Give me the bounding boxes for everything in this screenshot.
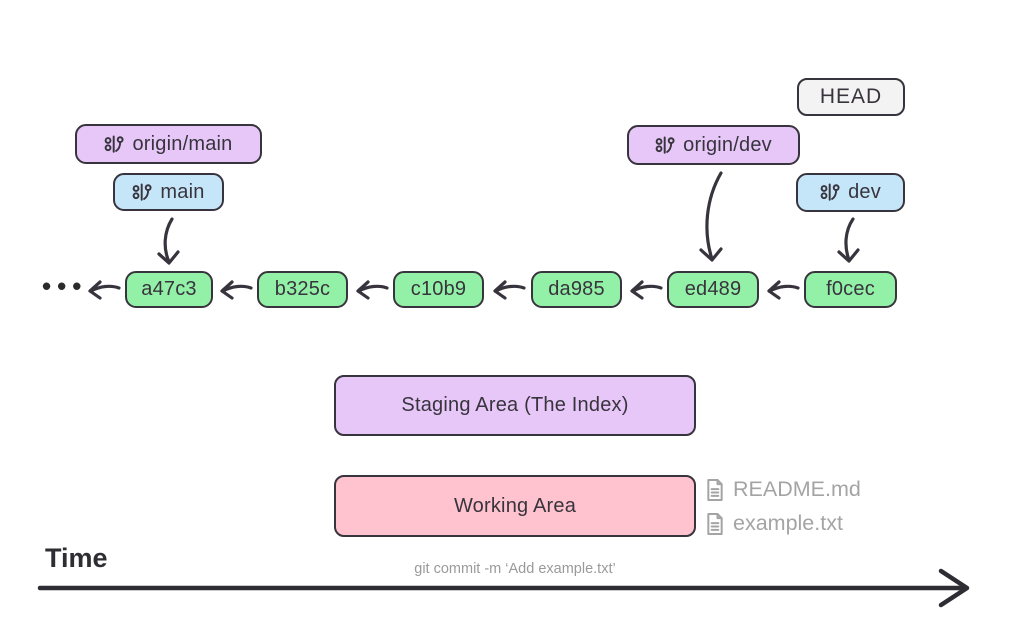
file-icon bbox=[705, 512, 725, 536]
older-commits-ellipsis: ••• bbox=[42, 271, 88, 301]
main-pointer-arrow-icon bbox=[151, 217, 187, 267]
parent-arrow-icon bbox=[352, 277, 390, 303]
dev-pointer-arrow-icon bbox=[832, 217, 868, 265]
parent-arrow-icon bbox=[216, 277, 254, 303]
git-command-caption: git commit -m ‘Add example.txt’ bbox=[414, 561, 616, 577]
branch-label-origin-dev: origin/dev bbox=[627, 125, 800, 165]
origin-dev-pointer-arrow-icon bbox=[693, 171, 735, 265]
branch-label-text: main bbox=[160, 180, 205, 203]
branch-label-origin-main: origin/main bbox=[75, 124, 262, 164]
parent-arrow-icon bbox=[489, 277, 527, 303]
head-label-text: HEAD bbox=[819, 85, 883, 108]
commit-id: da985 bbox=[548, 278, 605, 300]
staging-area-label: Staging Area (The Index) bbox=[401, 394, 629, 416]
commit-node-a47c3: a47c3 bbox=[125, 271, 213, 308]
staging-area-box: Staging Area (The Index) bbox=[334, 375, 696, 436]
file-name: example.txt bbox=[733, 511, 843, 535]
git-branch-icon bbox=[132, 181, 153, 204]
git-branch-icon bbox=[820, 181, 841, 204]
commit-node-b325c: b325c bbox=[257, 271, 348, 308]
commit-node-c10b9: c10b9 bbox=[393, 271, 484, 308]
file-icon bbox=[705, 478, 725, 502]
head-label: HEAD bbox=[797, 78, 905, 116]
git-branch-icon bbox=[104, 133, 125, 156]
commit-id: a47c3 bbox=[141, 278, 197, 300]
git-branch-icon bbox=[655, 134, 676, 157]
branch-label-main: main bbox=[113, 173, 224, 211]
commit-node-f0cec: f0cec bbox=[804, 271, 897, 308]
commit-node-ed489: ed489 bbox=[667, 271, 759, 308]
commit-id: f0cec bbox=[826, 278, 875, 300]
parent-arrow-icon bbox=[763, 277, 801, 303]
branch-label-text: origin/main bbox=[132, 132, 233, 155]
timeline-arrow-icon bbox=[35, 567, 985, 609]
file-item-example: example.txt bbox=[705, 511, 843, 536]
branch-label-dev: dev bbox=[796, 173, 905, 212]
commit-id: ed489 bbox=[684, 278, 742, 300]
branch-label-text: dev bbox=[848, 181, 881, 203]
working-area-box: Working Area bbox=[334, 475, 696, 537]
parent-arrow-icon bbox=[626, 277, 664, 303]
commit-id: b325c bbox=[274, 278, 331, 300]
commit-id: c10b9 bbox=[410, 278, 467, 300]
file-item-readme: README.md bbox=[705, 477, 861, 502]
branch-label-text: origin/dev bbox=[683, 133, 772, 156]
time-axis-label: Time bbox=[45, 543, 108, 573]
working-area-label: Working Area bbox=[453, 494, 577, 517]
parent-arrow-icon bbox=[84, 277, 122, 303]
commit-node-da985: da985 bbox=[531, 271, 622, 308]
file-name: README.md bbox=[733, 477, 861, 501]
